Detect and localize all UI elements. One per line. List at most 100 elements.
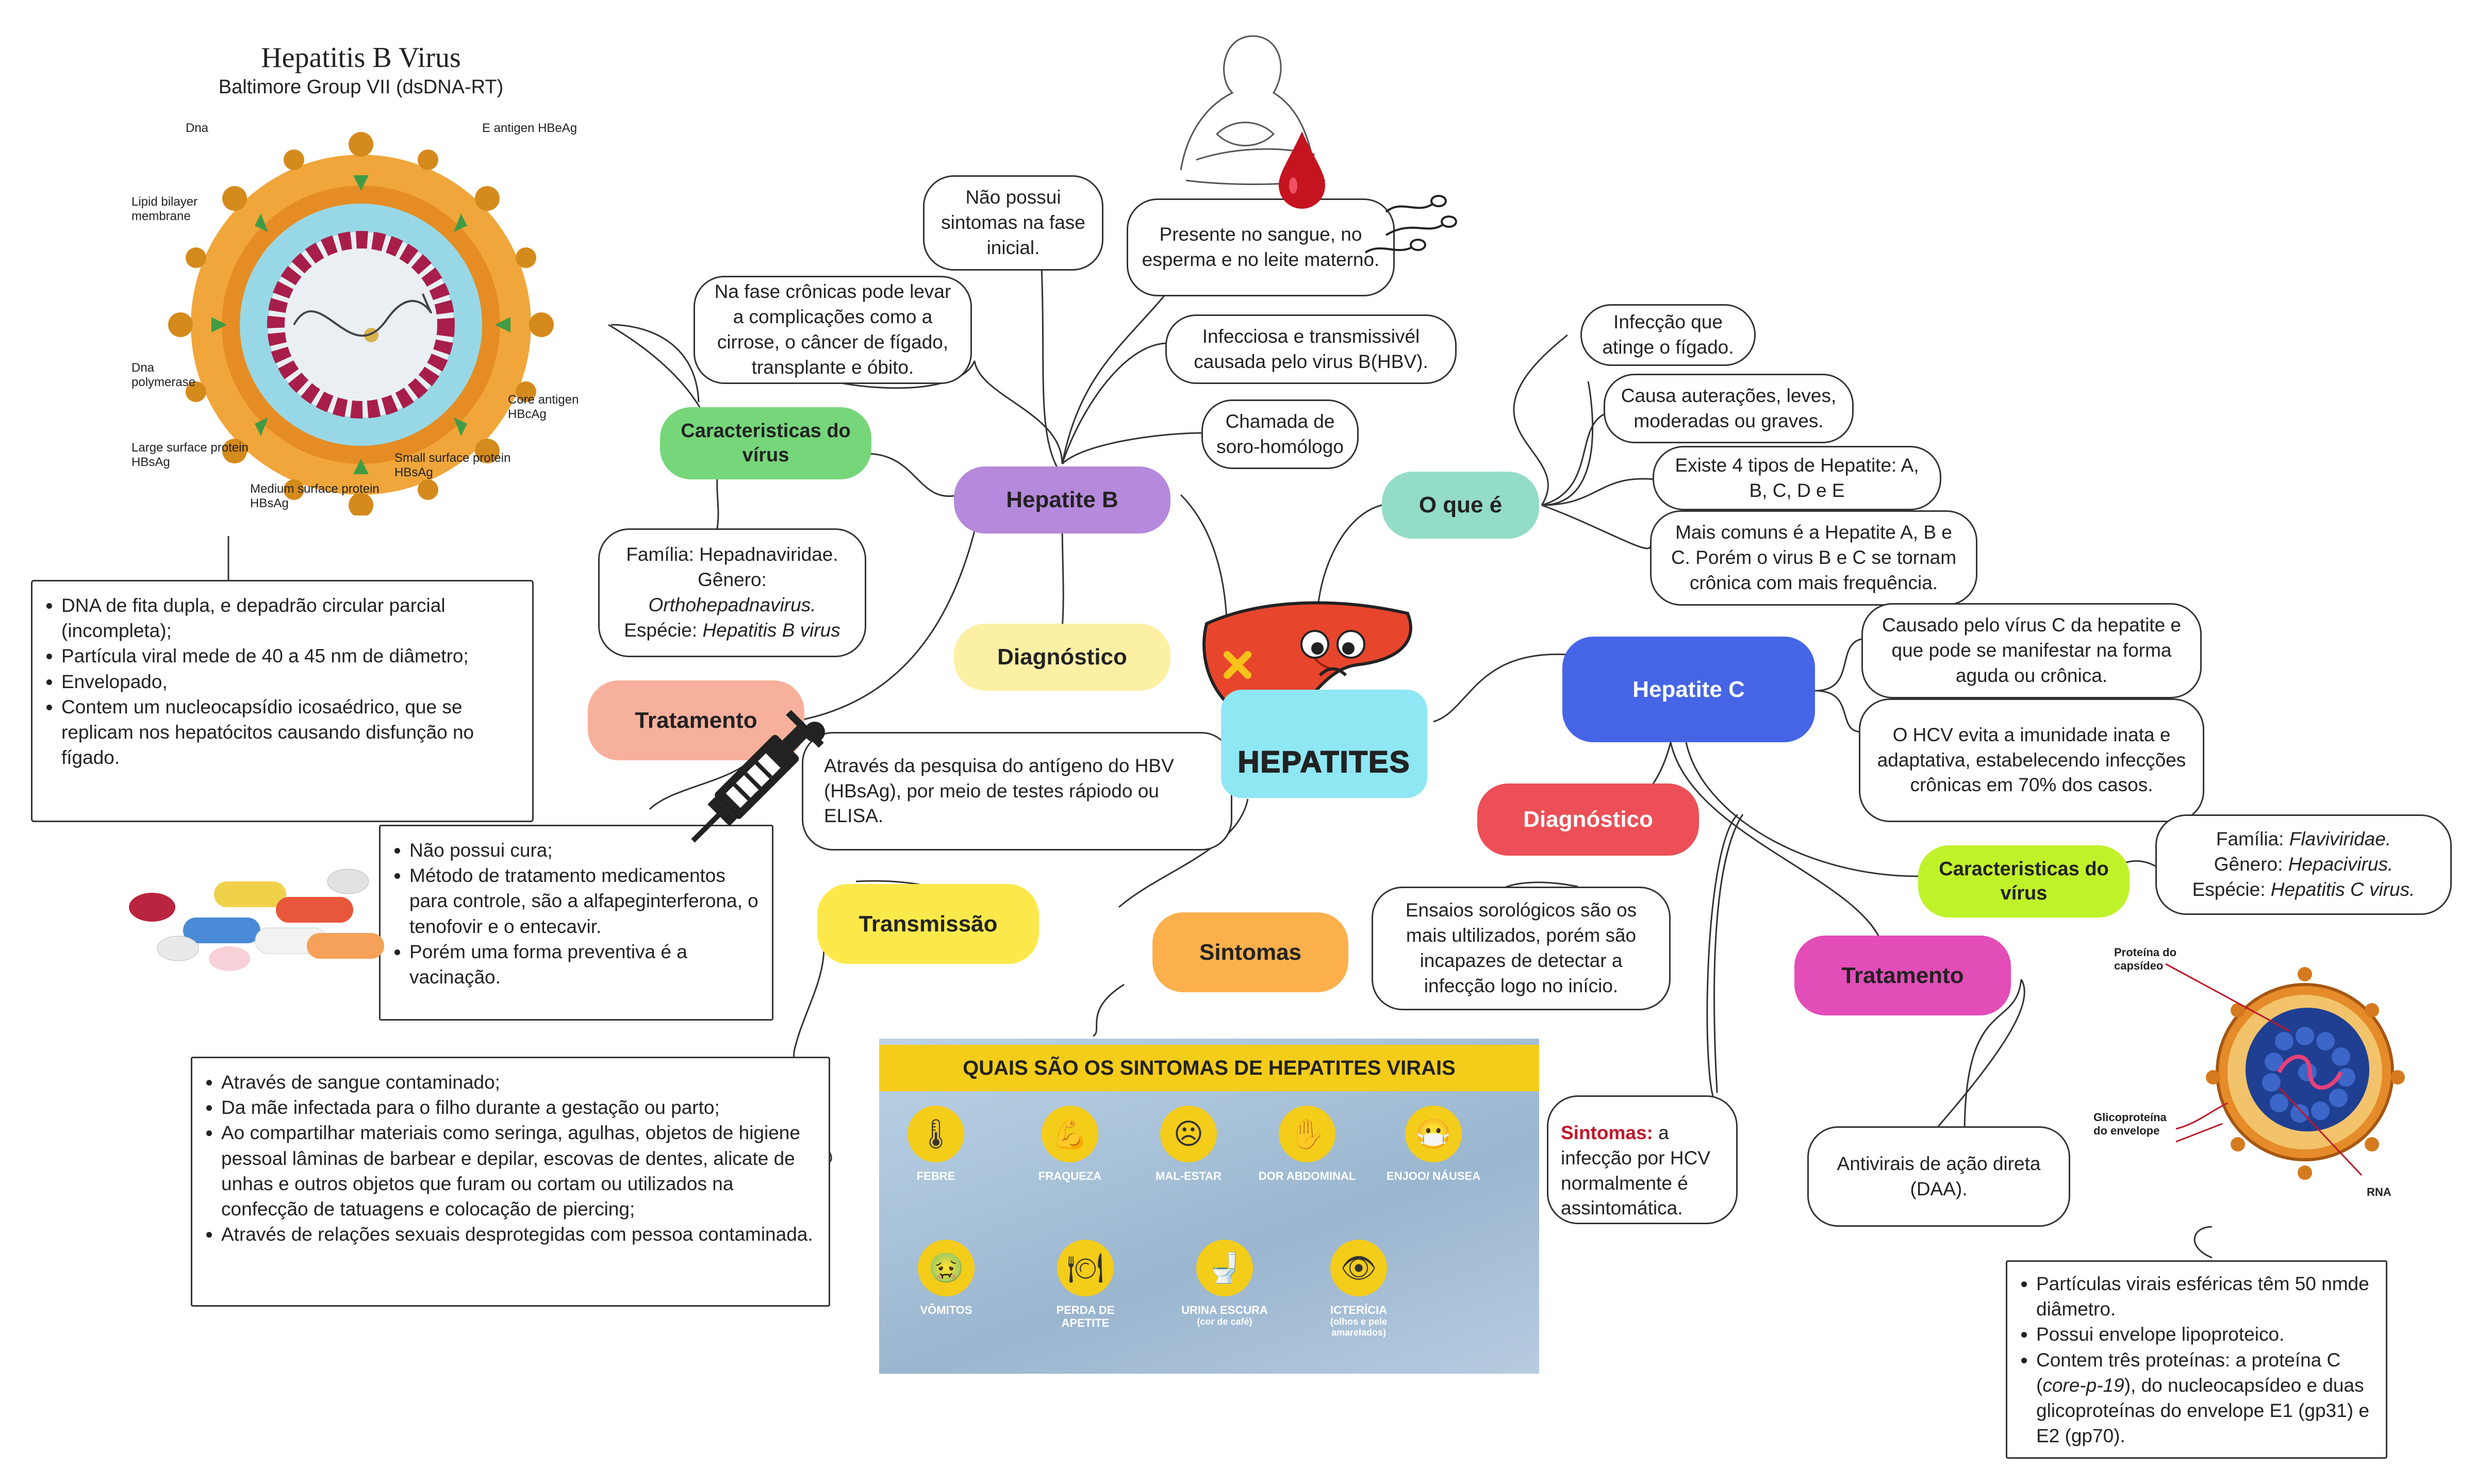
list-item: Não possui cura;	[409, 838, 758, 863]
sintomas-poster: QUAIS SÃO OS SINTOMAS DE HEPATITES VIRAI…	[879, 1039, 1539, 1374]
hb-genero: Orthohepadnavirus.	[648, 594, 816, 615]
o-que-e-item: Infecção que atinge o fígado.	[1580, 304, 1756, 366]
hb-sem-sintomas: Não possui sintomas na fase inicial.	[923, 175, 1103, 271]
hc-genero: Hepacivirus.	[2288, 854, 2394, 875]
hb-especie: Hepatitis B virus	[702, 619, 840, 641]
hc-caracteristicas-node: Caracteristicas do vírus	[1918, 845, 2130, 918]
hb-infecciosa: Infecciosa e transmissivél causada pelo …	[1165, 314, 1457, 384]
mother-baby-icon	[1180, 35, 1326, 185]
hc-diagnostico: Ensaios sorológicos são os mais ultiliza…	[1372, 887, 1671, 1010]
label-lipid: Lipid bilayer membrane	[131, 195, 198, 223]
list-item: Partículas virais esféricas têm 50 nmde …	[2036, 1271, 2372, 1322]
sintomas-node: Sintomas	[1152, 912, 1348, 992]
list-item: Contem três proteínas: a proteína C (cor…	[2036, 1347, 2372, 1449]
list-item: DNA de fita dupla, e depadrão circular p…	[61, 593, 519, 643]
hb-taxonomia: Família: Hepadnaviridae. Gênero: Orthohe…	[598, 528, 866, 657]
hc-caracteristicas-list: Partículas virais esféricas têm 50 nmde …	[2006, 1260, 2387, 1459]
hc-causado: Causado pelo vírus C da hepatite e que p…	[1861, 603, 2202, 698]
hbv-figure: Hepatitis B Virus Baltimore Group VII (d…	[103, 31, 619, 536]
hbv-virion-illustration	[168, 132, 554, 515]
hbv-subtitle: Baltimore Group VII (dsDNA-RT)	[218, 76, 504, 98]
hb-diagnostico-node: Diagnóstico	[954, 624, 1170, 691]
hcv-figure: Proteína do capsídeo Glicoproteína do en…	[2093, 933, 2405, 1222]
label-large-surface: Large surface protein HBsAg	[131, 441, 249, 469]
hepatite-b-node: Hepatite B	[954, 466, 1170, 533]
hc-especie-label: Espécie:	[2192, 878, 2266, 900]
weak-arm-icon: 💪	[1042, 1106, 1098, 1162]
hc-tratamento: Antivirais de ação direta (DAA).	[1807, 1126, 2070, 1227]
hcv-label-rna: RNA	[2367, 1186, 2391, 1198]
hc-sintomas-text: a infecção por HCV normalmente é assinto…	[1561, 1122, 1710, 1219]
list-item: Partícula viral mede de 40 a 45 nm de di…	[61, 643, 519, 669]
syringe-icon	[691, 710, 825, 843]
hc-familia-label: Família:	[2216, 828, 2284, 850]
blood-drop-icon	[1279, 131, 1325, 209]
pills-icon	[129, 869, 384, 971]
transmissao-list: Através de sangue contaminado; Da mãe in…	[191, 1057, 830, 1307]
hc-genero-label: Gênero:	[2214, 854, 2283, 875]
abdominal-pain-icon: ✋	[1279, 1106, 1335, 1162]
plate-icon: 🍽	[1057, 1240, 1114, 1296]
hb-diagnostico: Através da pesquisa do antígeno do HBV (…	[802, 732, 1232, 851]
transmissao-node: Transmissão	[817, 884, 1039, 964]
hepatite-c-node: Hepatite C	[1562, 637, 1815, 742]
label-medium-surface: Medium surface protein HBsAg	[250, 482, 380, 510]
symptom-fraqueza: 💪FRAQUEZA	[1018, 1106, 1121, 1182]
hc-sintomas-label: Sintomas:	[1561, 1122, 1653, 1143]
list-item: Da mãe infectada para o filho durante a …	[221, 1095, 815, 1120]
hb-familia: Família: Hepadnaviridae.	[626, 544, 838, 565]
hcv-virion-illustration	[2206, 967, 2405, 1180]
hc-especie: Hepatitis C virus.	[2270, 878, 2415, 900]
o-que-e-item: Existe 4 tipos de Hepatite: A, B, C, D e…	[1653, 446, 1941, 510]
list-item: Porém uma forma preventiva é a vacinação…	[409, 939, 758, 990]
hb-especie-label: Espécie:	[624, 619, 698, 641]
list-item: Envelopado,	[61, 669, 519, 694]
label-polymerase: Dna polymerase	[131, 361, 196, 389]
sick-face-icon: ☹	[1160, 1106, 1217, 1162]
sperm-icon	[1364, 195, 1457, 254]
symptom-dor-abdominal: ✋DOR ABDOMINAL	[1256, 1106, 1359, 1182]
o-que-e-item: Mais comuns é a Hepatite A, B e C. Porém…	[1650, 510, 1977, 606]
symptom-perda-apetite: 🍽PERDA DE APETITE	[1034, 1240, 1137, 1330]
list-item: Ao compartilhar materiais como seringa, …	[221, 1120, 815, 1222]
label-dna: Dna	[186, 121, 209, 135]
hbv-title: Hepatitis B Virus	[261, 42, 461, 74]
hc-hcv: O HCV evita a imunidade inata e adaptati…	[1859, 698, 2204, 822]
nausea-icon: 😷	[1405, 1106, 1462, 1162]
hcv-pointer-lines	[2165, 963, 2363, 1176]
hb-presente: Presente no sangue, no esperma e no leit…	[1127, 198, 1395, 296]
vomit-icon: 🤢	[918, 1240, 975, 1296]
hb-caracteristicas-list: DNA de fita dupla, e depadrão circular p…	[31, 580, 534, 822]
symptom-febre: 🌡FEBRE	[884, 1106, 987, 1182]
hb-fase-cronica: Na fase crônicas pode levar a complicaçõ…	[694, 276, 972, 384]
hc-diagnostico-node: Diagnóstico	[1477, 783, 1699, 856]
hb-chamada: Chamada de soro-homólogo	[1201, 399, 1359, 469]
hc-familia: Flaviviridae.	[2289, 828, 2391, 850]
hb-tratamento-list: Não possui cura; Método de tratamento me…	[379, 825, 773, 1021]
list-item: Possui envelope lipoproteico.	[2036, 1322, 2372, 1347]
list-item: Contem um nucleocapsídio icosaédrico, qu…	[61, 694, 519, 771]
hb-tratamento-node: Tratamento	[588, 680, 804, 760]
list-item: Através de sangue contaminado;	[221, 1070, 815, 1095]
hcv-label-capsid: Proteína do capsídeo	[2114, 946, 2177, 972]
symptom-mal-estar: ☹MAL-ESTAR	[1137, 1106, 1240, 1182]
label-core-antigen: Core antigen HBcAg	[508, 393, 579, 421]
hc-tratamento-node: Tratamento	[1794, 936, 2011, 1015]
hcv-label-glico: Glicoproteína do envelope	[2093, 1111, 2167, 1137]
symptom-ictericia: 👁ICTERÍCIA(olhos e pele amarelados)	[1307, 1240, 1410, 1338]
list-item: Método de tratamento medicamentos para c…	[409, 863, 758, 939]
o-que-e-node: O que é	[1382, 472, 1539, 539]
toilet-icon: 🚽	[1196, 1240, 1253, 1296]
symptom-urina-escura: 🚽URINA ESCURA(cor de café)	[1173, 1240, 1276, 1327]
label-e-antigen: E antigen HBeAg	[482, 121, 578, 135]
thermometer-icon: 🌡	[908, 1106, 964, 1162]
symptom-enjoo: 😷ENJOO/ NÁUSEA	[1382, 1106, 1485, 1182]
eye-icon: 👁	[1330, 1240, 1387, 1296]
list-item: Através de relações sexuais desprotegida…	[221, 1222, 815, 1247]
hc-core: core-p-19	[2042, 1374, 2124, 1396]
center-title: HEPATITES	[1221, 690, 1427, 798]
hc-taxonomia: Família: Flaviviridae. Gênero: Hepacivir…	[2155, 814, 2452, 915]
hb-caracteristicas-node: Caracteristicas do vírus	[660, 407, 871, 479]
poster-title: QUAIS SÃO OS SINTOMAS DE HEPATITES VIRAI…	[879, 1045, 1539, 1091]
symptom-vomitos: 🤢VÔMITOS	[895, 1240, 998, 1316]
